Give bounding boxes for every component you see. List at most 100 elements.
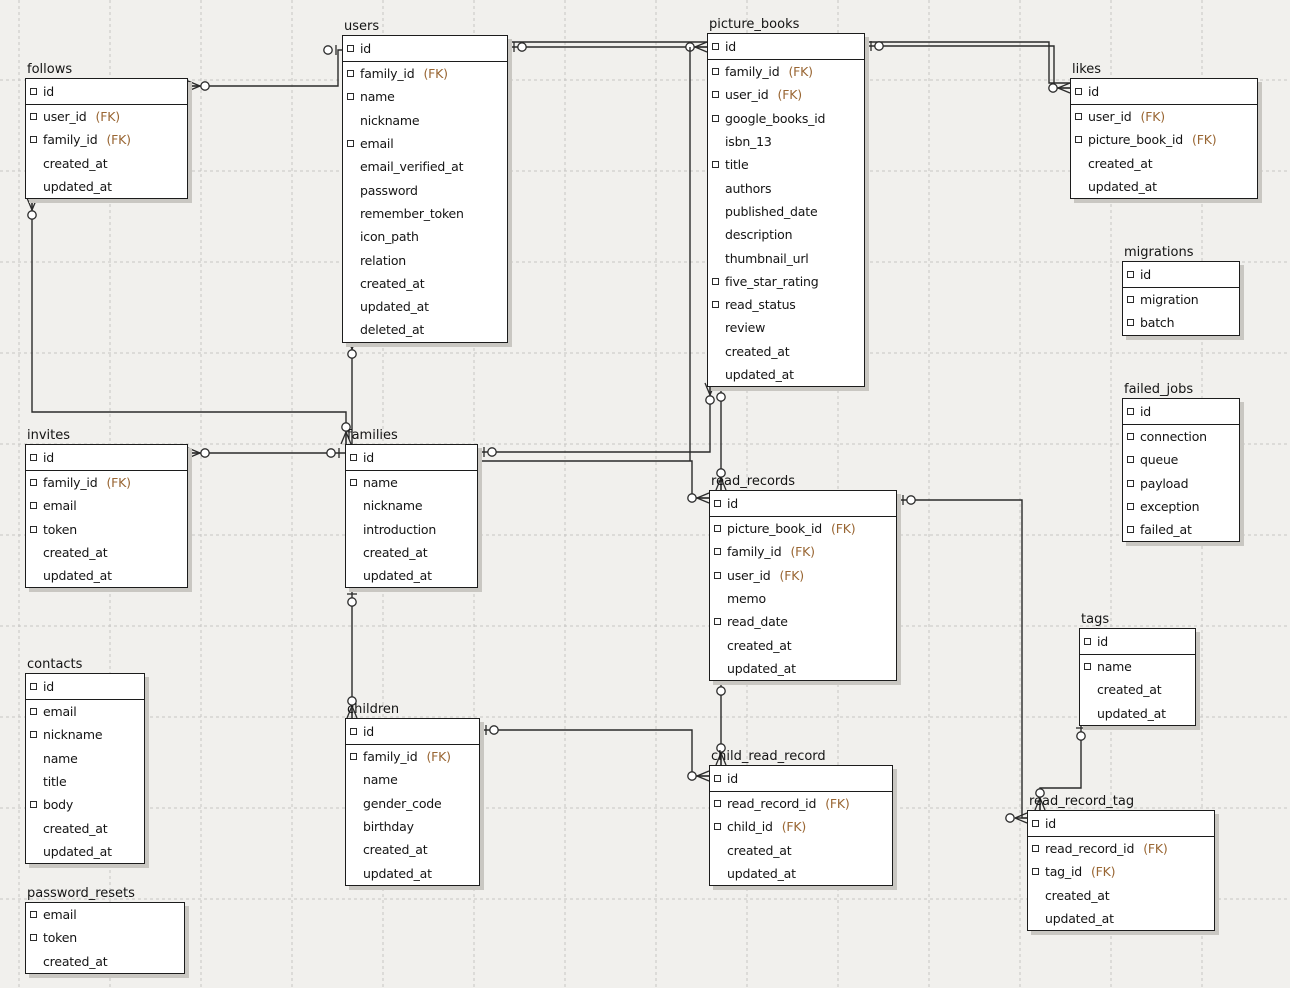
field-row[interactable]: family_id(FK) [343, 62, 507, 85]
field-row[interactable]: birthday [346, 815, 479, 838]
relationship-users-picture_books[interactable] [508, 41, 708, 53]
field-row[interactable]: updated_at [346, 861, 479, 884]
field-row[interactable]: id [1080, 629, 1195, 654]
field-row[interactable]: id [343, 36, 507, 61]
field-row[interactable]: updated_at [710, 657, 896, 680]
field-row[interactable]: payload [1123, 472, 1239, 495]
field-row[interactable]: memo [710, 587, 896, 610]
field-row[interactable]: updated_at [343, 295, 507, 318]
field-row[interactable]: relation [343, 248, 507, 271]
field-row[interactable]: icon_path [343, 225, 507, 248]
field-row[interactable]: child_id(FK) [710, 815, 892, 838]
field-row[interactable]: user_id(FK) [708, 83, 864, 106]
field-row[interactable]: nickname [346, 494, 477, 517]
field-row[interactable]: created_at [343, 272, 507, 295]
relationship-families-children[interactable] [346, 588, 358, 719]
field-row[interactable]: created_at [26, 152, 187, 175]
field-row[interactable]: email [26, 903, 184, 926]
field-row[interactable]: read_date [710, 610, 896, 633]
field-row[interactable]: created_at [26, 816, 144, 839]
field-row[interactable]: id [26, 674, 144, 699]
field-row[interactable]: family_id(FK) [26, 471, 187, 494]
field-row[interactable]: thumbnail_url [708, 246, 864, 269]
relationship-families-read_records[interactable] [478, 460, 710, 504]
field-row[interactable]: email_verified_at [343, 155, 507, 178]
field-row[interactable]: body [26, 793, 144, 816]
field-row[interactable]: user_id(FK) [1071, 105, 1257, 128]
field-row[interactable]: updated_at [1028, 907, 1214, 930]
field-row[interactable]: id [1123, 262, 1239, 287]
relationship-read_records-child_read_record[interactable] [715, 677, 727, 766]
field-row[interactable]: published_date [708, 200, 864, 223]
field-row[interactable]: read_record_id(FK) [710, 792, 892, 815]
field-row[interactable]: id [710, 766, 892, 791]
field-row[interactable]: created_at [710, 633, 896, 656]
field-row[interactable]: created_at [1028, 884, 1214, 907]
field-row[interactable]: created_at [26, 950, 184, 973]
relationship-families-picture_books[interactable] [478, 382, 716, 457]
field-row[interactable]: token [26, 518, 187, 541]
field-row[interactable]: id [710, 491, 896, 516]
field-row[interactable]: id [26, 79, 187, 104]
field-row[interactable]: connection [1123, 425, 1239, 448]
field-row[interactable]: exception [1123, 495, 1239, 518]
field-row[interactable]: name [1080, 655, 1195, 678]
field-row[interactable]: title [708, 153, 864, 176]
field-row[interactable]: name [26, 747, 144, 770]
relationship-tags-read_record_tag[interactable] [1034, 722, 1086, 811]
field-row[interactable]: user_id(FK) [710, 564, 896, 587]
field-row[interactable]: created_at [1080, 678, 1195, 701]
field-row[interactable]: created_at [708, 340, 864, 363]
field-row[interactable]: id [1071, 79, 1257, 104]
field-row[interactable]: tag_id(FK) [1028, 860, 1214, 883]
field-row[interactable]: family_id(FK) [26, 128, 187, 151]
field-row[interactable]: created_at [346, 541, 477, 564]
field-row[interactable]: gender_code [346, 792, 479, 815]
field-row[interactable]: remember_token [343, 202, 507, 225]
field-row[interactable]: read_status [708, 293, 864, 316]
field-row[interactable]: name [343, 85, 507, 108]
field-row[interactable]: family_id(FK) [710, 540, 896, 563]
field-row[interactable]: id [708, 34, 864, 59]
relationship-follows-families[interactable] [26, 197, 352, 445]
field-row[interactable]: isbn_13 [708, 130, 864, 153]
field-row[interactable]: email [343, 132, 507, 155]
field-row[interactable]: deleted_at [343, 318, 507, 341]
field-row[interactable]: picture_book_id(FK) [1071, 128, 1257, 151]
field-row[interactable]: migration [1123, 288, 1239, 311]
field-row[interactable]: google_books_id [708, 107, 864, 130]
field-row[interactable]: introduction [346, 518, 477, 541]
field-row[interactable]: id [346, 445, 477, 470]
field-row[interactable]: family_id(FK) [708, 60, 864, 83]
field-row[interactable]: token [26, 926, 184, 949]
relationship-children-child_read_record[interactable] [480, 725, 710, 782]
relationship-picture_books-read_records[interactable] [715, 383, 727, 491]
relationship-picture_books-likes[interactable] [865, 41, 1071, 94]
field-row[interactable]: name [346, 471, 477, 494]
field-row[interactable]: updated_at [708, 363, 864, 386]
relationship-invites-families[interactable] [187, 447, 345, 459]
field-row[interactable]: id [1123, 399, 1239, 424]
field-row[interactable]: failed_at [1123, 518, 1239, 541]
field-row[interactable]: family_id(FK) [346, 745, 479, 768]
field-row[interactable]: created_at [1071, 152, 1257, 175]
field-row[interactable]: updated_at [1080, 702, 1195, 725]
field-row[interactable]: nickname [343, 109, 507, 132]
field-row[interactable]: created_at [346, 838, 479, 861]
field-row[interactable]: title [26, 770, 144, 793]
field-row[interactable]: picture_book_id(FK) [710, 517, 896, 540]
relationship-follows-users[interactable] [187, 45, 342, 92]
field-row[interactable]: email [26, 494, 187, 517]
field-row[interactable]: updated_at [346, 564, 477, 587]
field-row[interactable]: queue [1123, 448, 1239, 471]
